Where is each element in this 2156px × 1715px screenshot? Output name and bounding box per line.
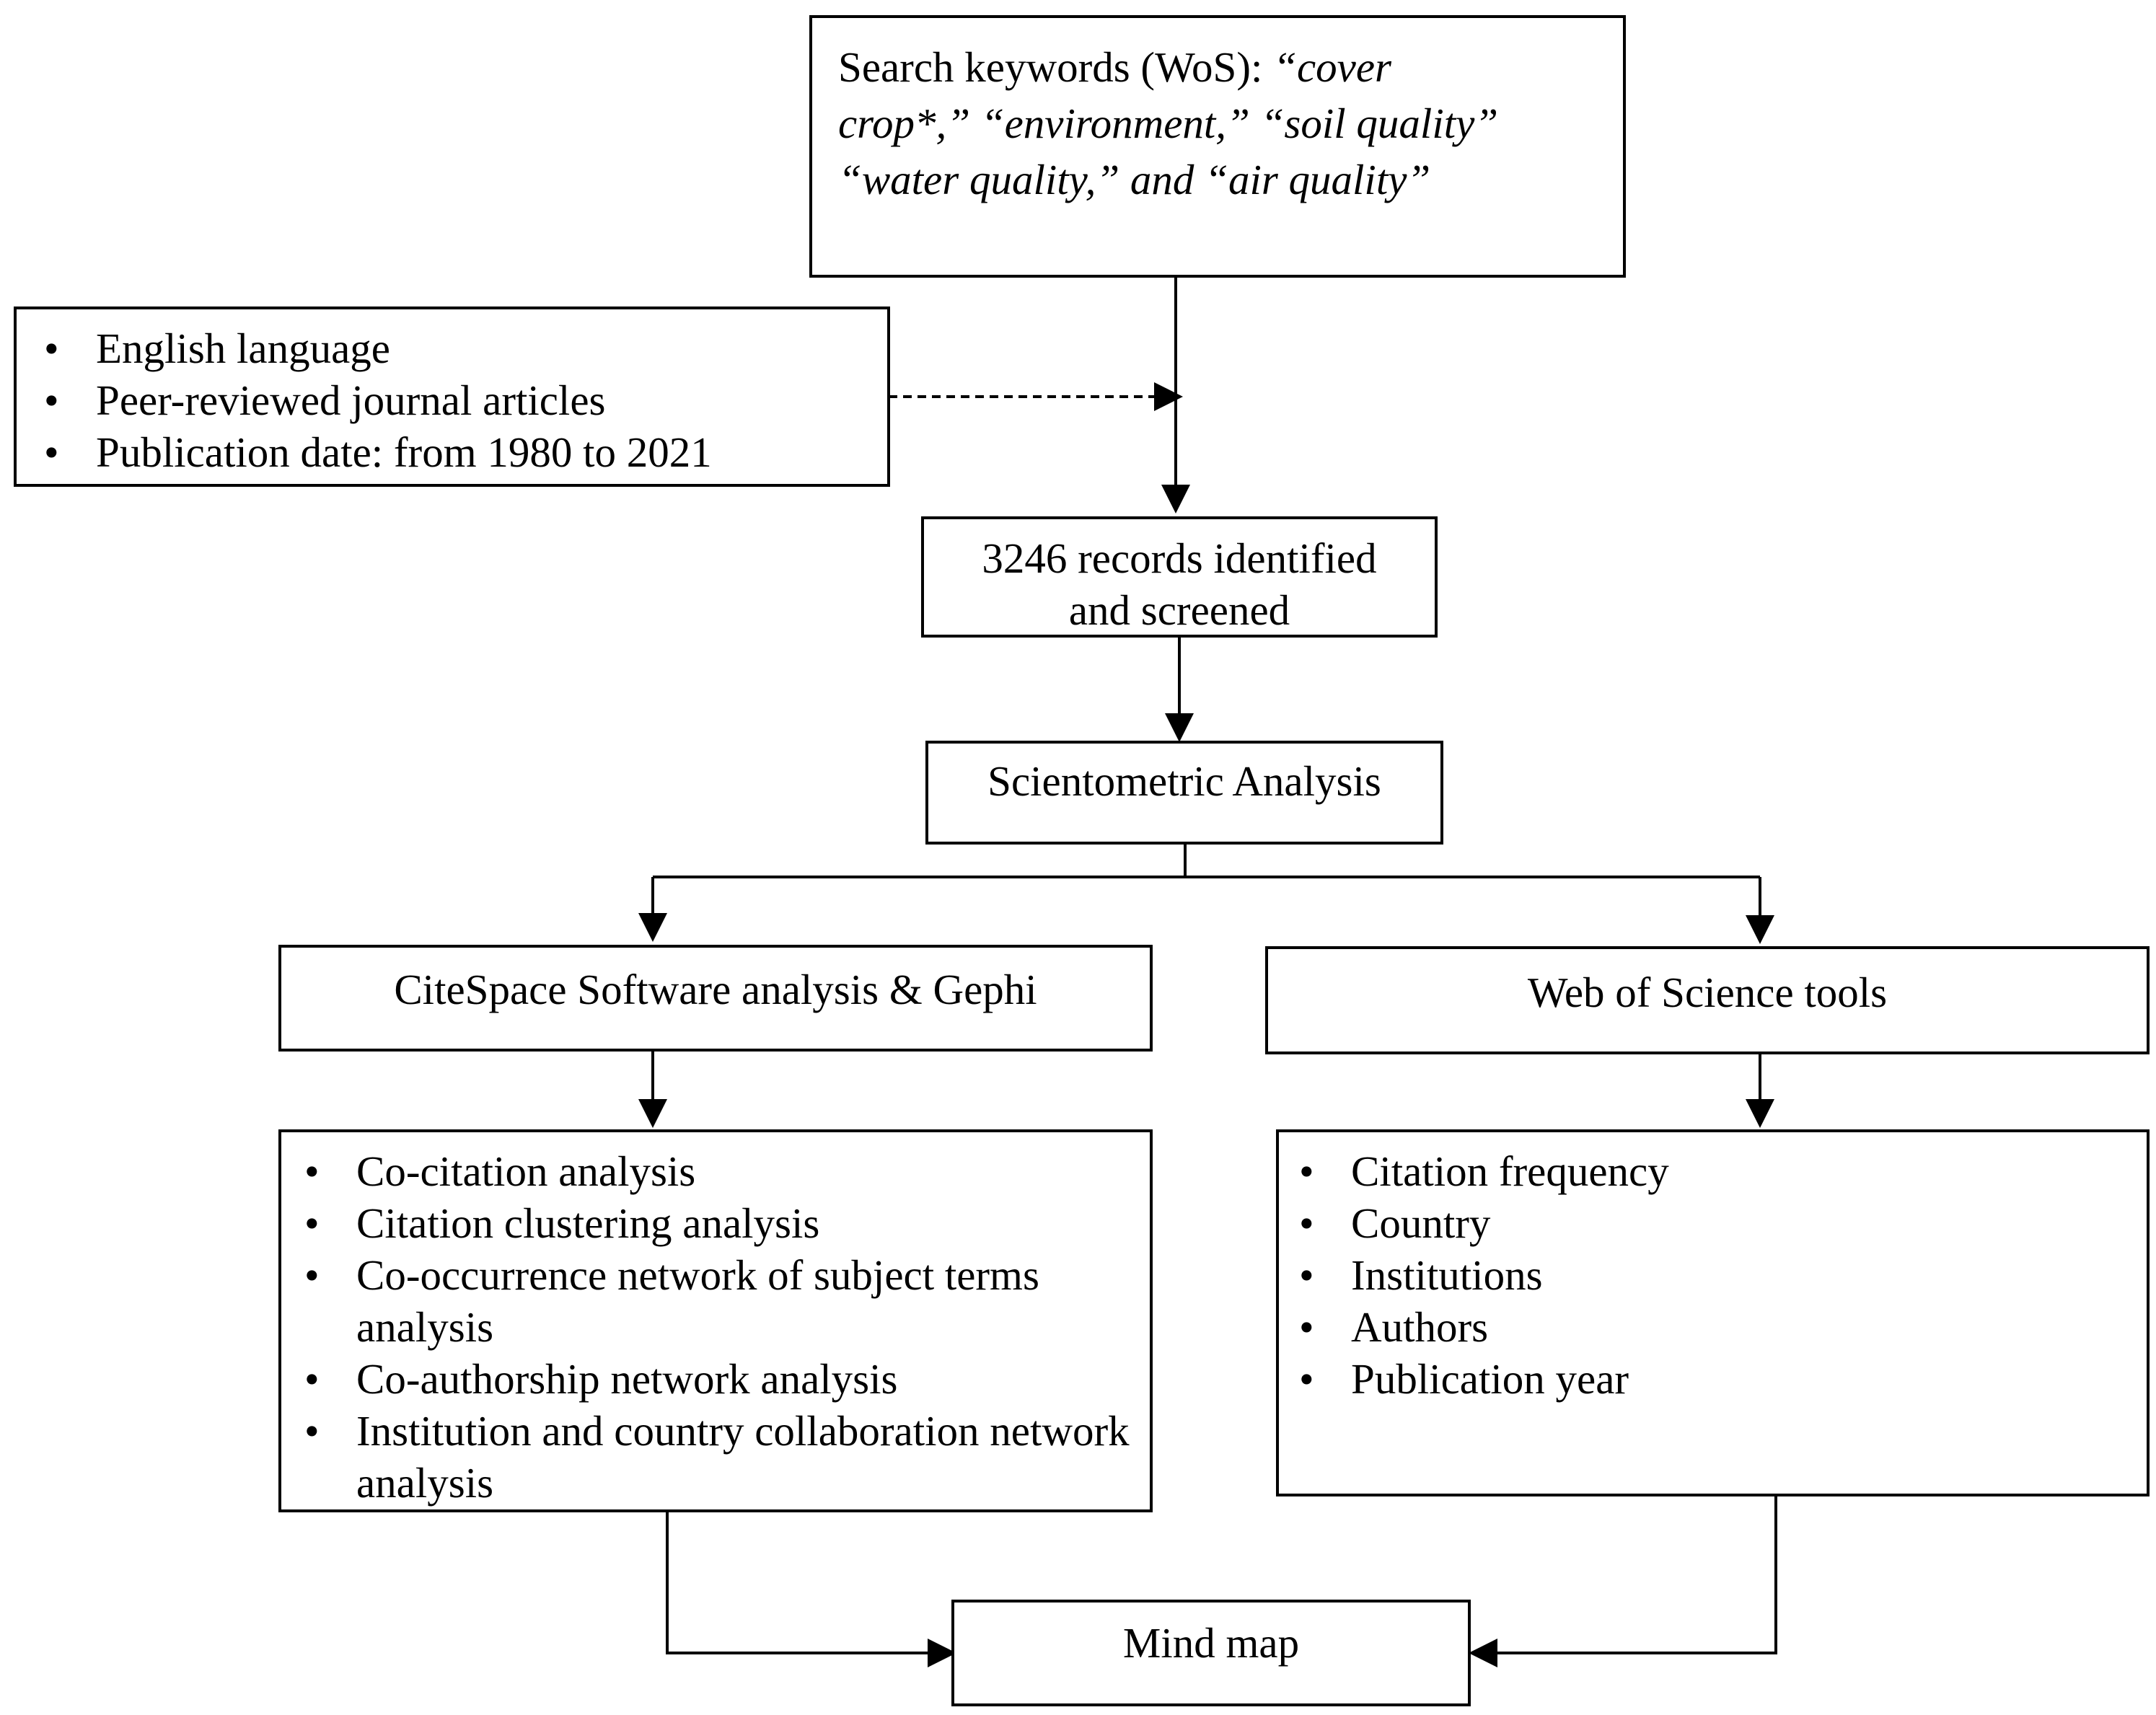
criteria-item: Peer-reviewed journal articles [24,374,887,426]
criteria-list: English language Peer-reviewed journal a… [24,322,887,478]
inclusion-criteria-box: English language Peer-reviewed journal a… [14,307,890,487]
citespace-items-list: Co-citation analysis Citation clustering… [284,1145,1138,1509]
citespace-box: CiteSpace Software analysis & Gephi [278,945,1153,1052]
search-line-1: Search keywords (WoS): “cover [838,41,1623,93]
split-connector [653,845,1187,878]
citespace-label: CiteSpace Software analysis & Gephi [394,966,1037,1013]
records-line-2: and screened [1068,586,1290,634]
scientometric-analysis-box: Scientometric Analysis [925,741,1443,845]
mind-map-label: Mind map [1122,1619,1300,1667]
wos-items-box: Citation frequency Country Institutions … [1276,1129,2150,1496]
wos-item: Citation frequency [1279,1145,2147,1197]
wos-item: Authors [1279,1301,2147,1353]
wos-item: Institutions [1279,1249,2147,1301]
records-box: 3246 records identified and screened [921,516,1438,638]
search-prefix: Search keywords (WoS): [838,43,1274,91]
wos-item: Country [1279,1197,2147,1249]
search-keywords-box: Search keywords (WoS): “cover crop*,” “e… [809,15,1626,278]
records-line-1: 3246 records identified [982,534,1377,582]
citespace-item: Co-authorship network analysis [284,1353,1138,1405]
search-keywords-line1: “cover [1273,43,1391,91]
search-keywords-line2: crop*,” “environment,” “soil quality” [838,100,1499,147]
wos-item: Publication year [1279,1353,2147,1405]
criteria-item: Publication date: from 1980 to 2021 [24,426,887,478]
citespace-item: Co-occurrence network of subject terms a… [284,1249,1138,1353]
arrow-wos-items-to-mindmap [1469,1496,1777,1667]
citespace-item: Citation clustering analysis [284,1197,1138,1249]
search-keywords-line3: “water quality,” and “air quality” [838,156,1431,203]
wos-items-list: Citation frequency Country Institutions … [1279,1145,2147,1405]
citespace-items-box: Co-citation analysis Citation clustering… [278,1129,1153,1512]
citespace-item: Co-citation analysis [284,1145,1138,1197]
criteria-item: English language [24,322,887,374]
arrow-citespace-items-to-mindmap [666,1512,956,1667]
wos-tools-label: Web of Science tools [1527,969,1888,1016]
mind-map-box: Mind map [951,1600,1471,1706]
citespace-item: Institution and country collaboration ne… [284,1405,1138,1509]
wos-tools-box: Web of Science tools [1265,946,2150,1054]
scientometric-analysis-label: Scientometric Analysis [987,757,1381,805]
